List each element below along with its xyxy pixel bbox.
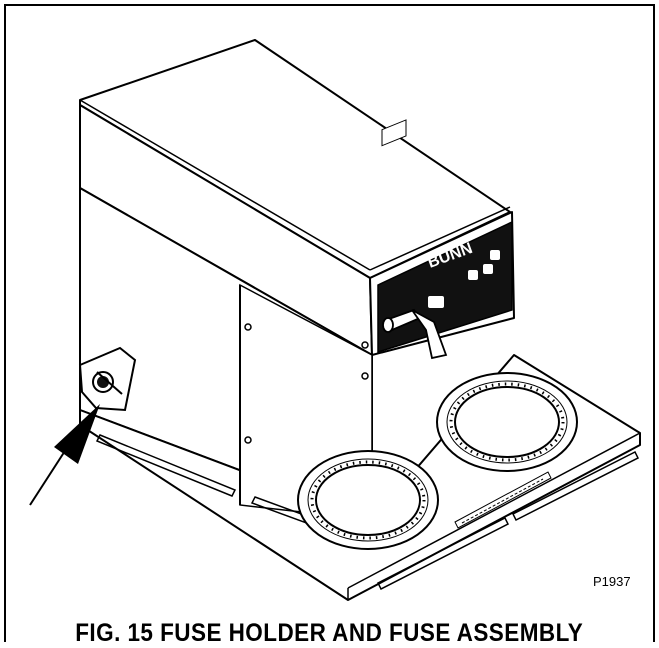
fuse-holder: [78, 346, 137, 412]
panel-label-plate: [381, 119, 407, 147]
dispense-spout: [382, 308, 448, 360]
base-slot-front-right: [511, 450, 640, 522]
fuse-pointer-arrow: [29, 404, 100, 506]
base-slot-left: [95, 434, 237, 497]
warmer-plate-rear: [436, 372, 578, 472]
warmer-switch-icon: [483, 264, 493, 274]
warmer-switch-icon: [468, 270, 478, 280]
brew-switch-icon: [428, 296, 444, 308]
base-slot-front-left: [376, 516, 510, 591]
warmer-plate-front: [297, 450, 439, 550]
warmer-switch-icon: [490, 250, 500, 260]
figure-frame: [4, 4, 655, 642]
figure-caption: FIG. 15 FUSE HOLDER AND FUSE ASSEMBLY: [68, 618, 591, 648]
caption-row: FIG. 15 FUSE HOLDER AND FUSE ASSEMBLY: [0, 618, 659, 648]
drawing-code: P1937: [593, 574, 631, 589]
